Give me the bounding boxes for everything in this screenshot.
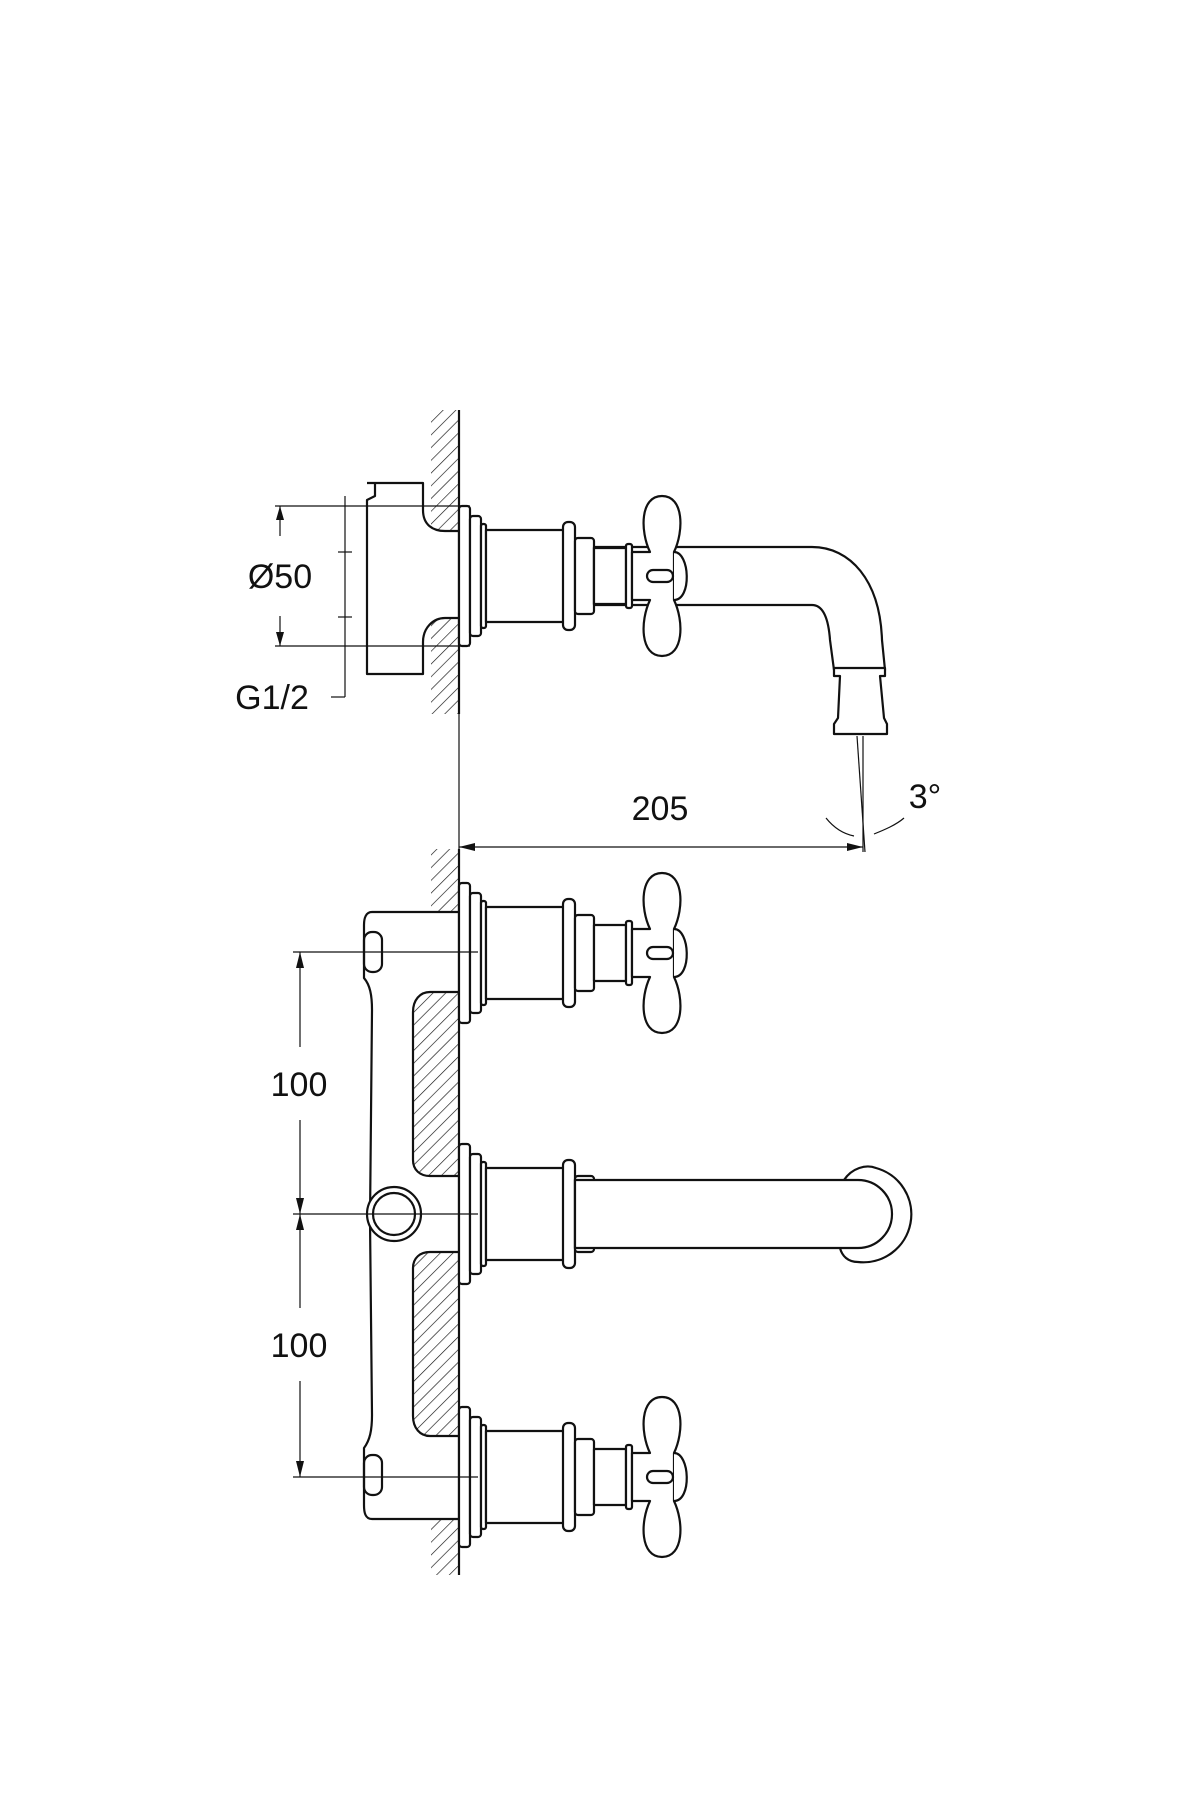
cross-handle-icon <box>592 494 688 658</box>
valve-hot <box>457 881 596 1025</box>
valve-spout <box>457 1142 596 1286</box>
side-view: Ø50 G1/2 205 3° <box>235 410 942 853</box>
valve-body <box>457 504 596 648</box>
projection-label: 205 <box>632 790 689 828</box>
wall-recess-hatch <box>413 992 459 1176</box>
top-view: 100 100 <box>271 849 913 1575</box>
valve-cold <box>457 1405 596 1549</box>
angle-label: 3° <box>909 778 942 816</box>
wall-hatch <box>431 849 459 912</box>
cross-handle-icon <box>592 871 688 1035</box>
diameter-label: Ø50 <box>248 558 312 596</box>
spout-nozzle <box>832 666 889 736</box>
concealed-body <box>365 481 461 676</box>
spacing-lower-label: 100 <box>271 1327 328 1365</box>
cross-handle-icon <box>592 1395 688 1559</box>
spout-top <box>573 1178 894 1250</box>
spacing-upper-label: 100 <box>271 1066 328 1104</box>
thread-label: G1/2 <box>235 679 309 717</box>
